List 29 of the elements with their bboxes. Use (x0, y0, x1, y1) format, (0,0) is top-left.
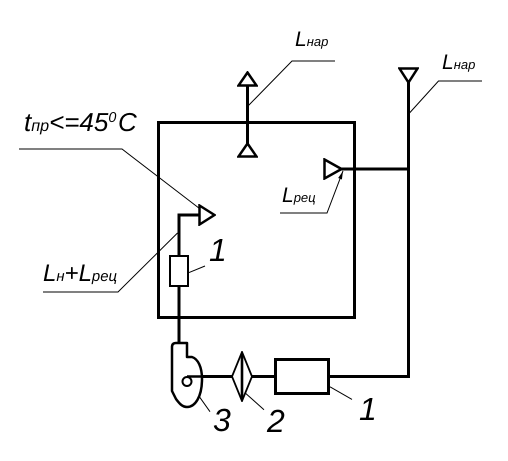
leader-line (198, 396, 210, 412)
air-grille-triangle (323, 158, 343, 180)
room-outline (157, 121, 356, 319)
duct-line (330, 168, 410, 378)
callout-number: 2 (264, 405, 291, 437)
diamond-symbol (231, 351, 253, 402)
duct-line (178, 214, 200, 255)
callout-number: 1 (205, 234, 231, 266)
duct-line (178, 287, 180, 344)
equipment-box (274, 358, 330, 395)
duct-line (202, 375, 232, 378)
leader-line (42, 232, 178, 292)
fan-symbol (170, 341, 204, 409)
air-grille-triangle (237, 71, 258, 87)
equipment-box (169, 255, 189, 287)
callout-number: 1 (352, 393, 383, 425)
leader-line (188, 266, 206, 274)
air-grille-triangle (198, 204, 216, 226)
air-grille-triangle (237, 142, 258, 158)
leader-line (409, 80, 482, 114)
leader-line (18, 148, 200, 209)
duct-line (252, 375, 274, 378)
leader-line (280, 170, 344, 214)
callout-number: 3 (210, 404, 235, 436)
leader-line (248, 60, 336, 106)
leader-line (244, 392, 264, 410)
duct-line (246, 86, 249, 144)
leader-line (330, 386, 352, 400)
air-grille-triangle (398, 67, 419, 84)
